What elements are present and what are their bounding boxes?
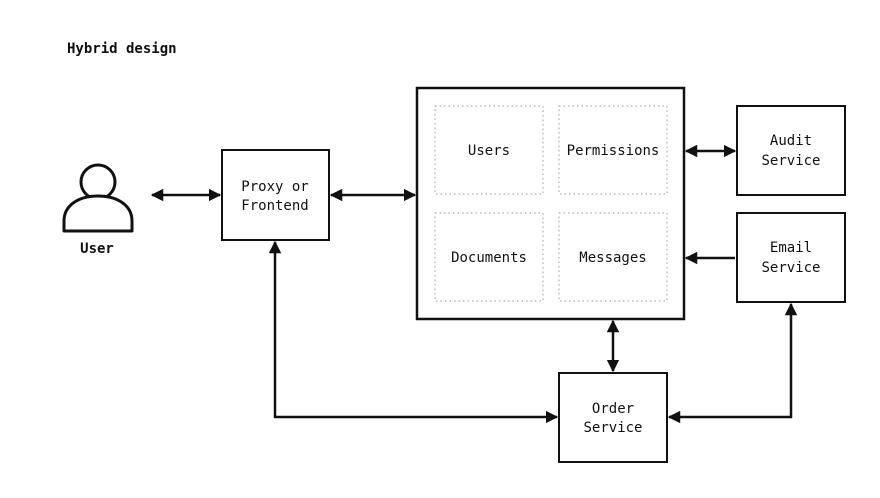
module-permissions-label: Permissions [567, 143, 660, 159]
diagram-title: Hybrid design [67, 41, 177, 57]
user-icon [62, 163, 134, 233]
module-messages-label: Messages [579, 250, 646, 266]
audit-service-box: Audit Service [736, 105, 846, 196]
audit-service-label-line2: Service [761, 153, 820, 169]
email-service-label-line2: Service [761, 260, 820, 276]
arrow-order-email [667, 302, 798, 424]
order-service-box: Order Service [558, 372, 668, 463]
arrow-proxy-order [268, 240, 559, 424]
proxy-frontend-label-line1: Proxy or [241, 179, 308, 195]
email-service-box: Email Service [736, 212, 846, 303]
proxy-frontend-box: Proxy or Frontend [221, 149, 330, 241]
module-permissions: Permissions [558, 105, 668, 195]
order-service-label-line2: Service [583, 420, 642, 436]
email-service-label-line1: Email [770, 240, 812, 256]
user-label: User [80, 241, 114, 257]
module-messages: Messages [558, 212, 668, 302]
module-users: Users [434, 105, 544, 195]
monolith-box: Users Permissions Documents Messages [415, 86, 686, 321]
audit-service-label-line1: Audit [770, 133, 812, 149]
module-documents-label: Documents [451, 250, 527, 266]
order-service-label-line1: Order [592, 401, 634, 417]
module-users-label: Users [468, 143, 510, 159]
proxy-frontend-label-line2: Frontend [241, 198, 308, 214]
